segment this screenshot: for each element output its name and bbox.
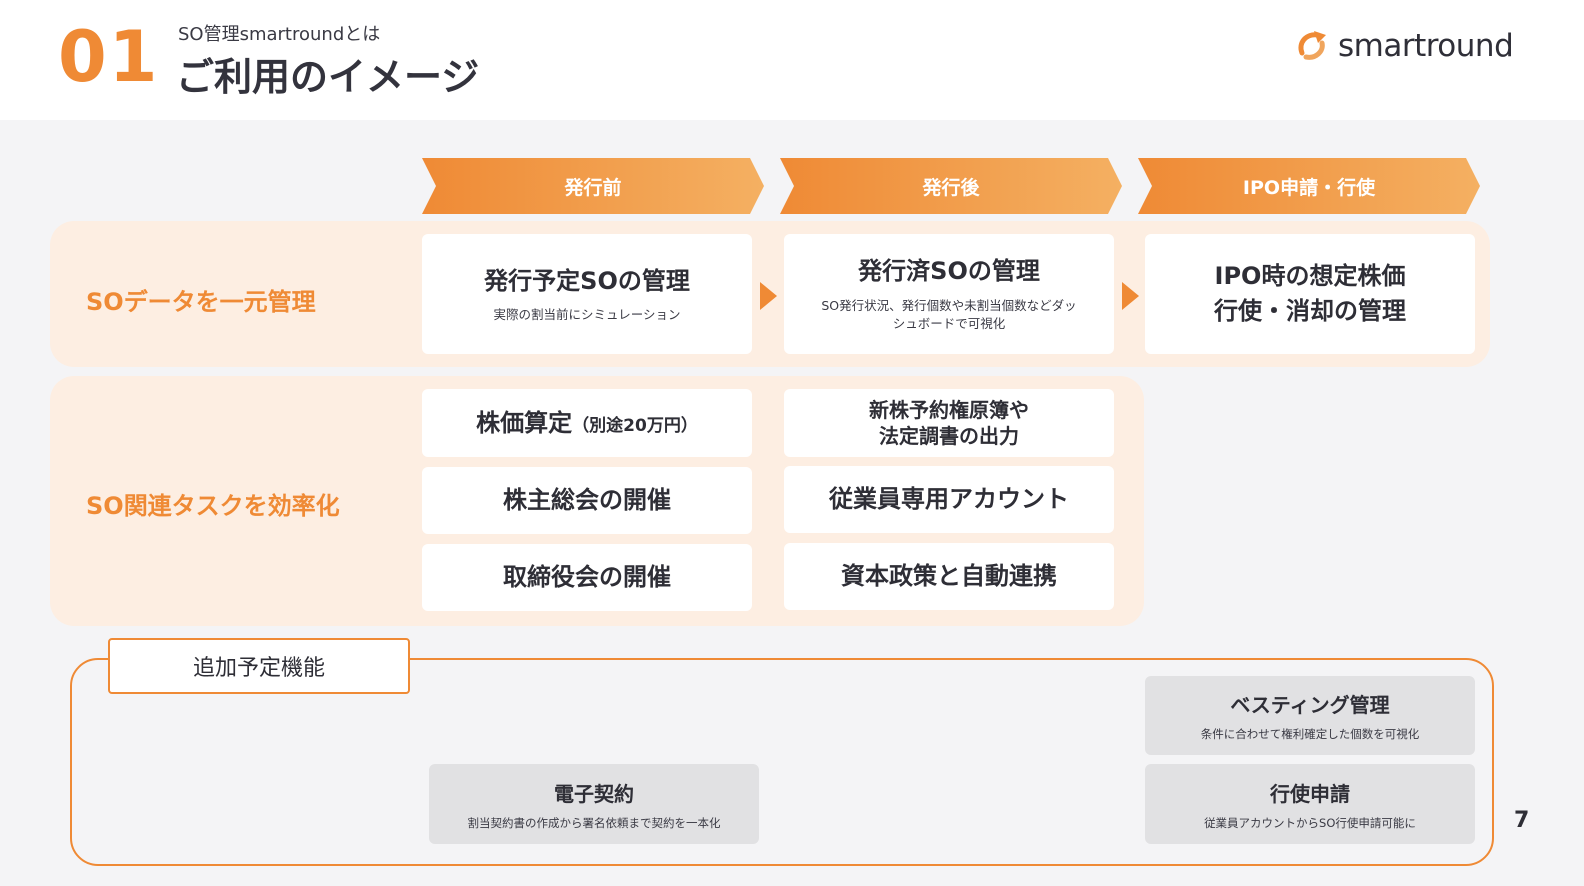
page-number: 7	[1514, 808, 1530, 833]
card-registry-output: 新株予約権原簿や 法定調書の出力	[784, 389, 1114, 457]
stage-label: 発行前	[564, 176, 622, 199]
card-title: 発行済SOの管理	[858, 257, 1040, 286]
page-subtitle: SO管理smartroundとは	[178, 24, 381, 45]
card-subtitle: 従業員アカウントからSO行使申請可能に	[1204, 815, 1416, 830]
arrow-right-icon	[1122, 282, 1139, 310]
section-number: 01	[58, 16, 160, 98]
stage-label: 発行後	[922, 176, 980, 199]
arrow-right-icon	[760, 282, 777, 310]
card-shareholders-meeting: 株主総会の開催	[422, 467, 752, 534]
logo: smartround	[1296, 28, 1514, 64]
card-subtitle-line: SO発行状況、発行個数や未割当個数などダッ	[821, 298, 1077, 314]
future-features-tag: 追加予定機能	[108, 638, 410, 694]
page-title: ご利用のイメージ	[176, 55, 480, 99]
future-features-frame	[70, 658, 1494, 866]
card-capital-policy-sync: 資本政策と自動連携	[784, 543, 1114, 610]
card-subtitle: 割当契約書の作成から署名依頼まで契約を一本化	[467, 815, 721, 830]
stage-after-issue: 発行後	[780, 158, 1122, 214]
row-label-so-data: SOデータを一元管理	[86, 288, 316, 316]
card-subtitle-line: シュボードで可視化	[892, 316, 1006, 332]
card-title-line: 新株予約権原簿や	[869, 398, 1029, 422]
row-label-so-tasks: SO関連タスクを効率化	[86, 492, 340, 520]
card-subtitle: 実際の割当前にシミュレーション	[493, 307, 681, 323]
card-title-line: 行使・消却の管理	[1214, 297, 1406, 325]
card-note: （別途20万円）	[572, 406, 698, 441]
chevron-shape	[780, 158, 1122, 214]
card-planned-so: 発行予定SOの管理 実際の割当前にシミュレーション	[422, 234, 752, 354]
card-title: 行使申請	[1270, 781, 1350, 806]
card-issued-so: 発行済SOの管理 SO発行状況、発行個数や未割当個数などダッ シュボードで可視化	[784, 234, 1114, 354]
card-title: 株価算定	[476, 408, 573, 437]
card-title: 株主総会の開催	[503, 486, 671, 515]
smartround-logo-icon	[1298, 31, 1326, 60]
chevron-shape	[422, 158, 764, 214]
stage-label: IPO申請・行使	[1242, 176, 1376, 199]
price-note: （別途20万円）	[572, 415, 698, 436]
card-exercise-request: 行使申請 従業員アカウントからSO行使申請可能に	[1145, 764, 1475, 844]
header: 01 SO管理smartroundとは ご利用のイメージ smartround	[0, 0, 1584, 120]
card-employee-account: 従業員専用アカウント	[784, 466, 1114, 533]
card-title-line: 法定調書の出力	[879, 424, 1019, 448]
card-title: ベスティング管理	[1230, 693, 1390, 717]
logo-text: smartround	[1338, 28, 1514, 64]
stage-before-issue: 発行前	[422, 158, 764, 214]
stage-ipo-exercise: IPO申請・行使	[1138, 158, 1480, 214]
card-title: 発行予定SOの管理	[484, 266, 690, 295]
card-subtitle: SO発行状況、発行個数や未割当個数などダッ シュボードで可視化	[821, 297, 1076, 333]
chevron-shape	[1138, 158, 1480, 214]
card-e-contract: 電子契約 割当契約書の作成から署名依頼まで契約を一本化	[429, 764, 759, 844]
card-board-meeting: 取締役会の開催	[422, 544, 752, 611]
card-title: 従業員専用アカウント	[829, 485, 1069, 514]
card-ipo-management: IPO時の想定株価 行使・消却の管理	[1145, 234, 1475, 354]
card-title-line: IPO時の想定株価	[1214, 262, 1406, 291]
card-vesting-management: ベスティング管理 条件に合わせて権利確定した個数を可視化	[1145, 676, 1475, 755]
card-stock-valuation: 株価算定 （別途20万円）	[422, 389, 752, 457]
card-title: 電子契約	[554, 781, 634, 806]
card-subtitle: 条件に合わせて権利確定した個数を可視化	[1200, 727, 1420, 741]
card-title: 資本政策と自動連携	[841, 562, 1057, 591]
card-title: 取締役会の開催	[503, 563, 671, 592]
